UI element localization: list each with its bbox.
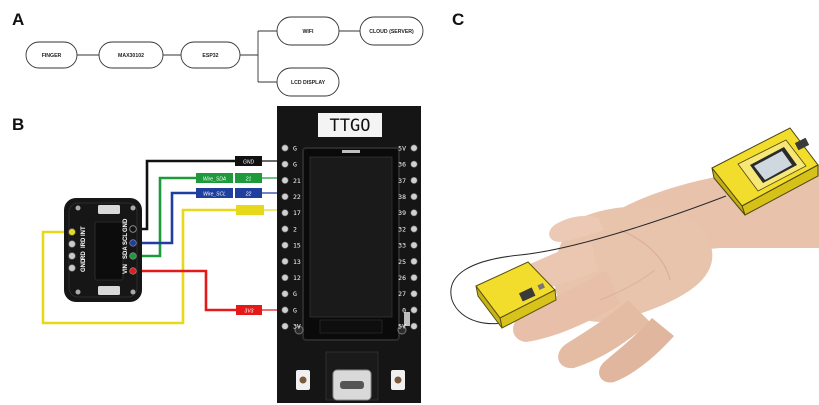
ttgo-left-pin-label: 15 xyxy=(293,242,301,250)
ttgo-left-pin-hole xyxy=(281,209,289,217)
ttgo-right-pin-hole xyxy=(410,274,418,282)
sensor-pin-int: INT xyxy=(81,226,87,236)
ttgo-right-pin-hole xyxy=(410,193,418,201)
panel-letter-c: C xyxy=(452,10,464,29)
ttgo-right-pin-label: 39 xyxy=(398,209,406,217)
sensor-pins-left xyxy=(68,228,76,272)
ttgo-left-pin-hole xyxy=(281,225,289,233)
wire-green xyxy=(133,176,196,258)
ttgo-left-pin-label: G xyxy=(293,306,297,314)
ttgo-right-pin-hole xyxy=(410,257,418,265)
ttgo-left-pin-hole xyxy=(281,160,289,168)
tag-3v3: 3V3 xyxy=(236,305,262,315)
ttgo-right-pin-label: 36 xyxy=(398,161,406,169)
panel-letter-a: A xyxy=(12,10,24,29)
ttgo-right-pin-label: 5V xyxy=(398,144,406,152)
flow-node-lcd: LCD DISPLAY xyxy=(276,67,340,97)
tag-scl: Wire_SCL 22 xyxy=(196,188,262,198)
ttgo-right-pin-hole xyxy=(410,306,418,314)
ttgo-left-pin-hole xyxy=(281,306,289,314)
tag-gnd-label: GND xyxy=(243,160,255,166)
ttgo-right-pin-hole xyxy=(410,144,418,152)
sensor-pin-gnd-left: GND xyxy=(81,258,87,272)
ttgo-left-pin-label: 17 xyxy=(293,209,301,217)
sensor-pin-sda: SDA xyxy=(123,246,129,259)
tag-int xyxy=(236,205,264,215)
tag-3v3-label: 3V3 xyxy=(245,309,254,315)
flow-node-lcd-label: LCD DISPLAY xyxy=(291,80,326,86)
ttgo-left-pin-label: 12 xyxy=(293,274,301,282)
ttgo-left-pin-label: 2 xyxy=(293,225,297,233)
ttgo-left-pin-hole xyxy=(281,322,289,330)
tag-scl-pin: 22 xyxy=(245,192,252,198)
sensor-board: VIN SDA SCL GND INT IRD RD GND xyxy=(64,198,142,302)
ttgo-right-pin-hole xyxy=(410,241,418,249)
ttgo-left-pin-hole xyxy=(281,193,289,201)
device-cable xyxy=(450,195,727,325)
ttgo-left-pin-hole xyxy=(281,144,289,152)
flow-node-mcu: ESP32 xyxy=(180,41,241,69)
flow-node-finger-label: FINGER xyxy=(42,53,62,59)
ttgo-right-pin-hole xyxy=(410,209,418,217)
hand-illustration xyxy=(507,165,819,383)
ttgo-logo-text: TTGO xyxy=(330,116,371,136)
ttgo-right-pin-label: 25 xyxy=(398,258,406,266)
ttgo-right-pin-hole xyxy=(410,290,418,298)
ttgo-right-pin-label: 38 xyxy=(398,193,406,201)
ttgo-right-pin-hole xyxy=(410,322,418,330)
ttgo-right-pin-label: 0 xyxy=(402,306,406,314)
ttgo-right-pin-label: 37 xyxy=(398,177,406,185)
flow-node-mcu-label: ESP32 xyxy=(202,53,218,59)
ttgo-right-pin-label: 27 xyxy=(398,290,406,298)
flow-node-sensor: MAX30102 xyxy=(98,41,164,69)
ttgo-left-pin-label: 22 xyxy=(293,193,301,201)
ttgo-left-pin-hole xyxy=(281,290,289,298)
panel-letter-b: B xyxy=(12,115,24,134)
ttgo-right-pin-hole xyxy=(410,176,418,184)
ttgo-right-pin-header: 5V 36 37 38 39 32 33 25 26 27 0 5V xyxy=(398,144,418,331)
sensor-pin-ird: IRD xyxy=(81,237,87,248)
flow-node-cloud-label: CLOUD (SERVER) xyxy=(369,29,414,35)
sensor-pin-rd: RD xyxy=(81,251,87,260)
tag-sda-name: Wire_SDA xyxy=(203,177,227,183)
sensor-pin-gnd-right: GND xyxy=(123,218,129,232)
ttgo-right-pin-label: 5V xyxy=(398,323,406,331)
wire-yellow xyxy=(41,208,262,325)
ttgo-right-pin-label: 33 xyxy=(398,242,406,250)
flow-node-cloud: CLOUD (SERVER) xyxy=(359,16,424,46)
ttgo-board: TTGO xyxy=(277,106,421,403)
ttgo-left-pin-hole xyxy=(281,176,289,184)
ttgo-right-pin-hole xyxy=(410,160,418,168)
ttgo-left-pin-label: 3V xyxy=(293,323,301,331)
ttgo-left-pin-label: G xyxy=(293,290,297,298)
ttgo-left-pin-label: 21 xyxy=(293,177,301,185)
flow-node-wifi-label: WIFI xyxy=(303,29,315,35)
tag-sda: Wire_SDA 21 xyxy=(196,173,262,183)
finger-clip xyxy=(475,261,557,329)
wire-red xyxy=(133,269,236,312)
ttgo-left-pin-label: G xyxy=(293,144,297,152)
ttgo-right-pin-label: 32 xyxy=(398,225,406,233)
sensor-pin-scl: SCL xyxy=(123,233,129,245)
ttgo-left-pin-hole xyxy=(281,274,289,282)
flow-node-wifi: WIFI xyxy=(276,16,340,46)
ttgo-left-pin-hole xyxy=(281,241,289,249)
wrist-device xyxy=(711,127,819,216)
sensor-pins-right xyxy=(129,225,137,275)
sensor-pin-vin: VIN xyxy=(123,264,129,274)
tag-sda-pin: 21 xyxy=(245,177,252,183)
ttgo-left-pin-label: 13 xyxy=(293,258,301,266)
tag-scl-name: Wire_SCL xyxy=(203,192,226,198)
ttgo-left-pin-label: G xyxy=(293,161,297,169)
flow-node-finger: FINGER xyxy=(25,41,78,69)
ttgo-left-pin-hole xyxy=(281,257,289,265)
flow-node-sensor-label: MAX30102 xyxy=(118,53,144,59)
ttgo-right-pin-label: 26 xyxy=(398,274,406,282)
ttgo-right-pin-hole xyxy=(410,225,418,233)
flow-connectors xyxy=(77,30,360,83)
tag-gnd: GND xyxy=(235,156,262,166)
wire-blue xyxy=(133,191,196,245)
